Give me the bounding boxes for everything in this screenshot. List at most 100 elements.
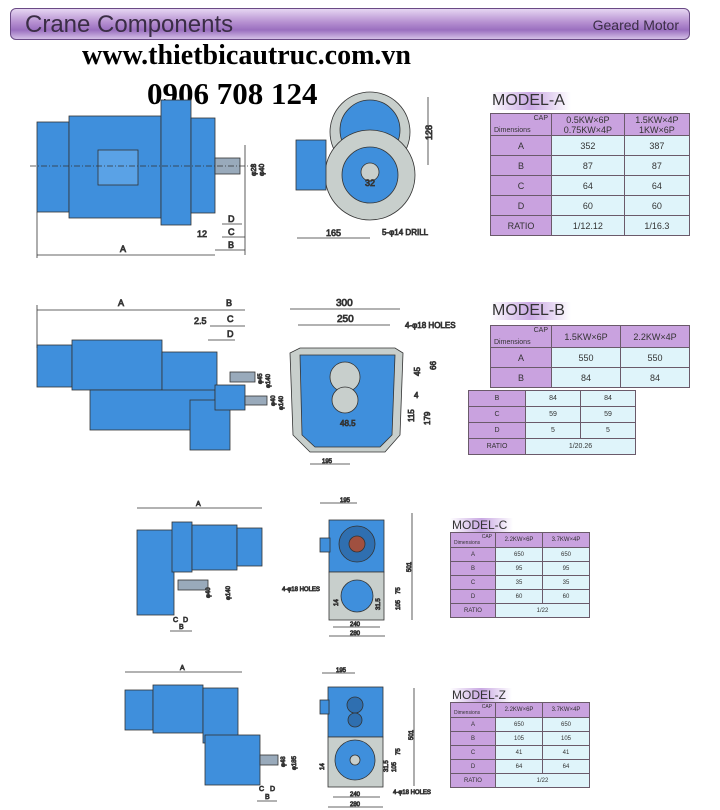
dim-a: A (118, 298, 124, 308)
header-bar: Crane Components Geared Motor (10, 8, 690, 40)
cell-value: 60 (551, 195, 625, 216)
dim-d: D (270, 786, 275, 793)
dim-66: 66 (429, 361, 438, 370)
dim-280: 280 (350, 631, 361, 637)
dim-250: 250 (337, 314, 354, 325)
column-header: 3.7KW×4P (542, 702, 590, 718)
cell-value: 59 (579, 406, 637, 423)
row-label: C (450, 745, 496, 760)
dim-d: D (228, 214, 235, 224)
dimensions-label: Dimensions (454, 540, 481, 546)
dim-31-5: 31.5 (376, 598, 382, 610)
model-a-end-view (295, 91, 429, 239)
cell-value: 550 (620, 347, 690, 368)
column-header: 2.2KW×4P (620, 325, 690, 348)
drill-label: 5-φ14 DRILL (382, 228, 429, 237)
dim-d: D (227, 329, 234, 339)
ratio-value: 1/16.3 (623, 215, 691, 236)
dim-14: 14 (334, 599, 340, 606)
cell-value: 650 (495, 547, 543, 562)
row-label: A (490, 347, 552, 368)
dim-a: A (120, 244, 126, 254)
dim-75: 75 (396, 748, 402, 755)
dim-4: 4 (414, 391, 419, 400)
dim-c: C (227, 314, 234, 324)
ratio-label: RATIO (450, 603, 496, 618)
dim-phi185: φ185 (292, 755, 298, 770)
model-b-side-view (36, 305, 268, 451)
cell-value: 650 (542, 547, 590, 562)
dim-31-5: 31.5 (384, 760, 390, 772)
dim-phi140: φ140 (266, 373, 272, 388)
model-a-side-view (30, 99, 260, 258)
dim-115: 115 (407, 409, 416, 422)
dim-128: 128 (424, 125, 434, 140)
cell-value: 87 (623, 155, 691, 176)
row-label: C (450, 575, 496, 590)
column-header: 3.7KW×4P (542, 532, 590, 548)
dim-32: 32 (365, 178, 375, 188)
row-label: D (490, 195, 552, 216)
dim-165: 165 (326, 228, 341, 238)
dim-phi140-lower: φ140 (279, 395, 285, 410)
cell-value: 84 (551, 367, 621, 388)
dim-501: 501 (409, 729, 415, 740)
cell-value: 35 (542, 575, 590, 590)
dim-240: 240 (350, 792, 361, 798)
cell-value: 64 (542, 759, 590, 774)
cell-value: 60 (623, 195, 691, 216)
dim-195: 195 (336, 668, 347, 674)
cap-label: CAP (533, 327, 548, 334)
cell-value: 35 (495, 575, 543, 590)
cell-value: 352 (551, 135, 625, 156)
ratio-value: 1/22 (495, 603, 590, 618)
cell-value: 87 (551, 155, 625, 176)
model-c-end-view (319, 502, 413, 637)
cell-value: 105 (542, 731, 590, 746)
cell-value: 64 (495, 759, 543, 774)
row-label: B (450, 731, 496, 746)
dim-195: 195 (322, 459, 333, 465)
cap-label: CAP (481, 534, 492, 540)
cell-value: 5 (579, 422, 637, 439)
cell-value: 41 (542, 745, 590, 760)
dim-75: 75 (396, 587, 402, 594)
dim-a: A (196, 501, 201, 508)
column-header: 2.2KW×6P (495, 702, 543, 718)
ratio-value: 1/22 (495, 773, 590, 788)
cell-value: 84 (525, 390, 581, 407)
dim-b: B (228, 240, 234, 250)
cell-value: 60 (542, 589, 590, 604)
row-label: A (490, 135, 552, 156)
cell-value: 387 (623, 135, 691, 156)
dim-phi45: φ45 (258, 373, 264, 384)
dim-phi40: φ40 (259, 164, 266, 176)
dimensions-label: Dimensions (494, 339, 531, 346)
dim-105: 105 (396, 599, 402, 610)
